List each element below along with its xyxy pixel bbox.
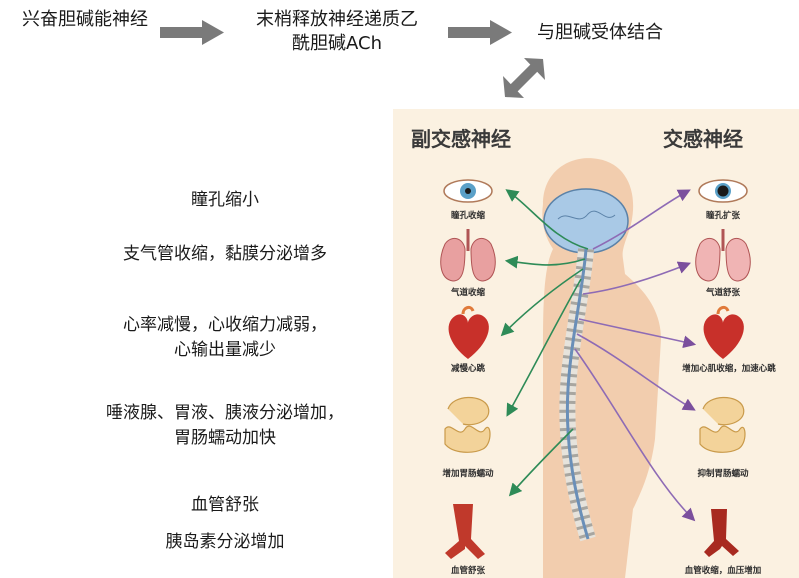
intestine-right-icon — [699, 396, 746, 453]
symp-label-gut: 抑制胃肠蠕动 — [697, 469, 749, 479]
effect-heart-line-2: 心输出量减少 — [174, 340, 276, 360]
effect-vessel: 血管舒张 — [70, 493, 380, 518]
effect-bronchi-text: 支气管收缩，黏膜分泌增多 — [123, 244, 327, 264]
lungs-left-icon — [440, 229, 496, 282]
symp-label-heart: 增加心肌收缩，加速心跳 — [682, 364, 776, 374]
effect-vessel-text: 血管舒张 — [191, 495, 259, 515]
eye-left-icon — [443, 179, 493, 203]
flow-step-1-text: 兴奋胆碱能神经 — [22, 9, 148, 30]
effect-heart-line-1: 心率减慢，心收缩力减弱， — [123, 315, 327, 335]
para-label-gut: 增加胃肠蠕动 — [442, 469, 494, 479]
flow-step-2: 末梢释放神经递质乙 酰胆碱ACh — [232, 8, 442, 56]
parasympathetic-nerves — [500, 189, 589, 497]
effect-gland: 唾液腺、胃液、胰液分泌增加， 胃肠蠕动加快 — [70, 401, 380, 451]
sympathetic-title: 交感神经 — [663, 127, 743, 151]
flow-step-3-text: 与胆碱受体结合 — [537, 22, 663, 43]
heart-left-icon — [448, 305, 489, 359]
symp-label-airway: 气道舒张 — [705, 288, 740, 298]
flow-step-2-line-1: 末梢释放神经递质乙 — [256, 9, 418, 30]
vessel-left-icon — [445, 504, 485, 559]
symp-label-vessel: 血管收缩，血压增加 — [684, 566, 762, 576]
heart-right-icon — [703, 305, 744, 359]
flow-step-3: 与胆碱受体结合 — [520, 21, 680, 45]
flow-arrow-2 — [448, 20, 512, 45]
effect-insulin-text: 胰岛素分泌增加 — [165, 532, 285, 552]
parasympathetic-title: 副交感神经 — [411, 127, 511, 151]
symp-label-eye: 瞳孔扩张 — [705, 211, 740, 221]
effect-gland-line-1: 唾液腺、胃液、胰液分泌增加， — [106, 403, 344, 423]
effect-bronchi: 支气管收缩，黏膜分泌增多 — [70, 242, 380, 267]
effect-insulin: 胰岛素分泌增加 — [70, 530, 380, 555]
para-label-eye: 瞳孔收缩 — [450, 211, 485, 221]
double-arrow — [503, 58, 545, 98]
flow-arrow-1 — [160, 20, 224, 45]
sympathetic-nerves — [574, 189, 697, 522]
para-label-airway: 气道收缩 — [450, 288, 485, 298]
para-label-heart: 减慢心跳 — [450, 364, 485, 374]
effect-gland-line-2: 胃肠蠕动加快 — [174, 428, 276, 448]
figure-drawing — [440, 158, 751, 578]
flow-step-1: 兴奋胆碱能神经 — [10, 8, 160, 32]
para-label-vessel: 血管舒张 — [450, 566, 485, 576]
effect-heart: 心率减慢，心收缩力减弱， 心输出量减少 — [70, 313, 380, 363]
intestine-left-icon — [444, 396, 491, 453]
brain — [543, 188, 629, 254]
vessel-right-icon — [704, 509, 739, 557]
eye-right-icon — [698, 179, 748, 203]
effect-eye-text: 瞳孔缩小 — [191, 190, 259, 210]
flow-step-2-line-2: 酰胆碱ACh — [292, 33, 382, 54]
lungs-right-icon — [695, 229, 751, 282]
nervous-system-figure: 副交感神经 交感神经 瞳孔收缩 气道收缩 减慢心跳 增加胃肠蠕动 血管舒张 瞳孔… — [393, 109, 799, 578]
effect-eye: 瞳孔缩小 — [70, 188, 380, 213]
